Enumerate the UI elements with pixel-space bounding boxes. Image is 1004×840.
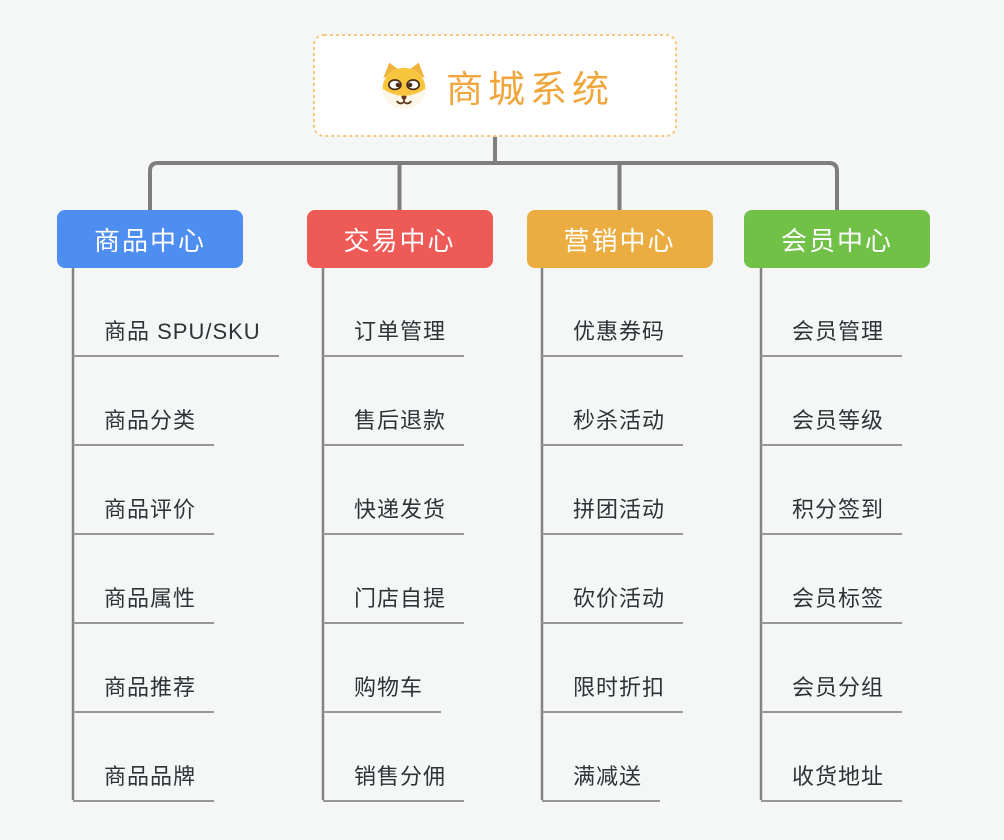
branch-node-product-center[interactable]: 商品中心 bbox=[57, 210, 243, 268]
leaf-node-trade-center-2[interactable]: 售后退款 bbox=[323, 406, 465, 446]
branch-node-trade-center[interactable]: 交易中心 bbox=[306, 210, 493, 268]
leaf-node-trade-center-5[interactable]: 购物车 bbox=[323, 673, 442, 713]
leaf-node-trade-center-1[interactable]: 订单管理 bbox=[323, 317, 465, 357]
leaf-node-marketing-center-1[interactable]: 优惠券码 bbox=[542, 317, 684, 357]
leaf-node-member-center-2[interactable]: 会员等级 bbox=[761, 406, 903, 446]
branch-node-member-center[interactable]: 会员中心 bbox=[744, 210, 930, 268]
dog-face-icon bbox=[376, 60, 432, 112]
branch-node-marketing-center[interactable]: 营销中心 bbox=[526, 210, 713, 268]
leaf-node-marketing-center-3[interactable]: 拼团活动 bbox=[542, 495, 684, 535]
leaf-node-marketing-center-5[interactable]: 限时折扣 bbox=[542, 673, 684, 713]
root-node[interactable]: 商城系统 bbox=[313, 34, 677, 137]
leaf-node-marketing-center-2[interactable]: 秒杀活动 bbox=[542, 406, 684, 446]
leaf-node-member-center-6[interactable]: 收货地址 bbox=[761, 762, 903, 802]
leaf-node-marketing-center-4[interactable]: 砍价活动 bbox=[542, 584, 684, 624]
leaf-node-marketing-center-6[interactable]: 满减送 bbox=[542, 762, 661, 802]
leaf-node-trade-center-4[interactable]: 门店自提 bbox=[323, 584, 465, 624]
leaf-node-product-center-4[interactable]: 商品属性 bbox=[73, 584, 215, 624]
leaf-node-trade-center-3[interactable]: 快递发货 bbox=[323, 495, 465, 535]
leaf-node-product-center-2[interactable]: 商品分类 bbox=[73, 406, 215, 446]
leaf-node-product-center-1[interactable]: 商品 SPU/SKU bbox=[73, 317, 279, 357]
leaf-node-member-center-3[interactable]: 积分签到 bbox=[761, 495, 903, 535]
leaf-node-trade-center-6[interactable]: 销售分佣 bbox=[323, 762, 465, 802]
leaf-node-product-center-6[interactable]: 商品品牌 bbox=[73, 762, 215, 802]
leaf-node-member-center-4[interactable]: 会员标签 bbox=[761, 584, 903, 624]
leaf-node-member-center-5[interactable]: 会员分组 bbox=[761, 673, 903, 713]
leaf-node-member-center-1[interactable]: 会员管理 bbox=[761, 317, 903, 357]
root-node-border bbox=[313, 34, 677, 137]
leaf-node-product-center-3[interactable]: 商品评价 bbox=[73, 495, 215, 535]
root-title: 商城系统 bbox=[446, 68, 614, 110]
leaf-node-product-center-5[interactable]: 商品推荐 bbox=[73, 673, 215, 713]
